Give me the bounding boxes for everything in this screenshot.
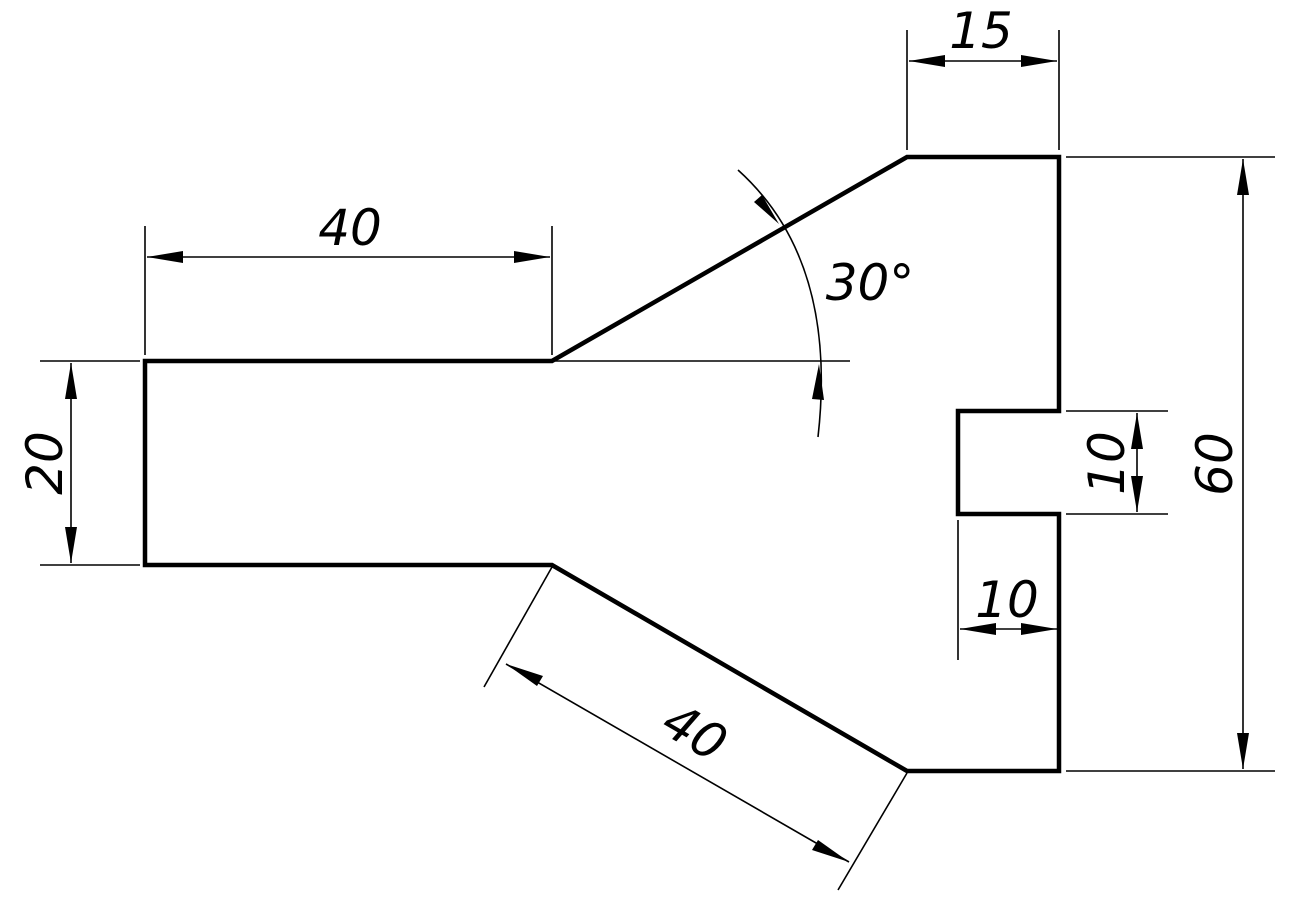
arrowhead (1021, 623, 1057, 635)
arrowhead (506, 664, 543, 686)
dimension-slot-height: 10 (1066, 410, 1168, 515)
arrowhead (1237, 733, 1249, 769)
dimension-label: 40 (652, 691, 736, 773)
dimension-label: 20 (16, 431, 74, 495)
arrowhead (960, 623, 996, 635)
dimension-label: 30° (826, 254, 915, 312)
arrowhead (909, 55, 945, 67)
dimension-overall-height: 60 (1066, 156, 1275, 772)
arrowhead (65, 363, 77, 399)
dimension-label: 40 (318, 199, 382, 257)
arrowhead (514, 251, 550, 263)
dimension-left-height: 20 (16, 360, 140, 566)
dimension-taper-angle: 30° (552, 169, 915, 438)
arrowhead (812, 840, 849, 862)
dimension-top-width: 15 (906, 2, 1060, 150)
arrowhead (812, 364, 824, 400)
dimension-label: 60 (1186, 432, 1244, 496)
dimension-left-length: 40 (144, 199, 553, 355)
dimension-label: 10 (1078, 431, 1136, 495)
dimension-label: 15 (949, 2, 1013, 60)
arrowhead (147, 251, 183, 263)
arrowhead (1021, 55, 1057, 67)
arrowhead (754, 195, 779, 224)
arrowhead (1131, 413, 1143, 449)
dimension-label: 10 (975, 571, 1039, 629)
arrowhead (1237, 159, 1249, 195)
dimension-slot-depth: 10 (957, 520, 1057, 660)
part-outline (142, 154, 1062, 774)
dimension-lower-taper-length: 40 (483, 566, 908, 891)
arrowhead (1131, 476, 1143, 512)
arrowhead (65, 527, 77, 563)
